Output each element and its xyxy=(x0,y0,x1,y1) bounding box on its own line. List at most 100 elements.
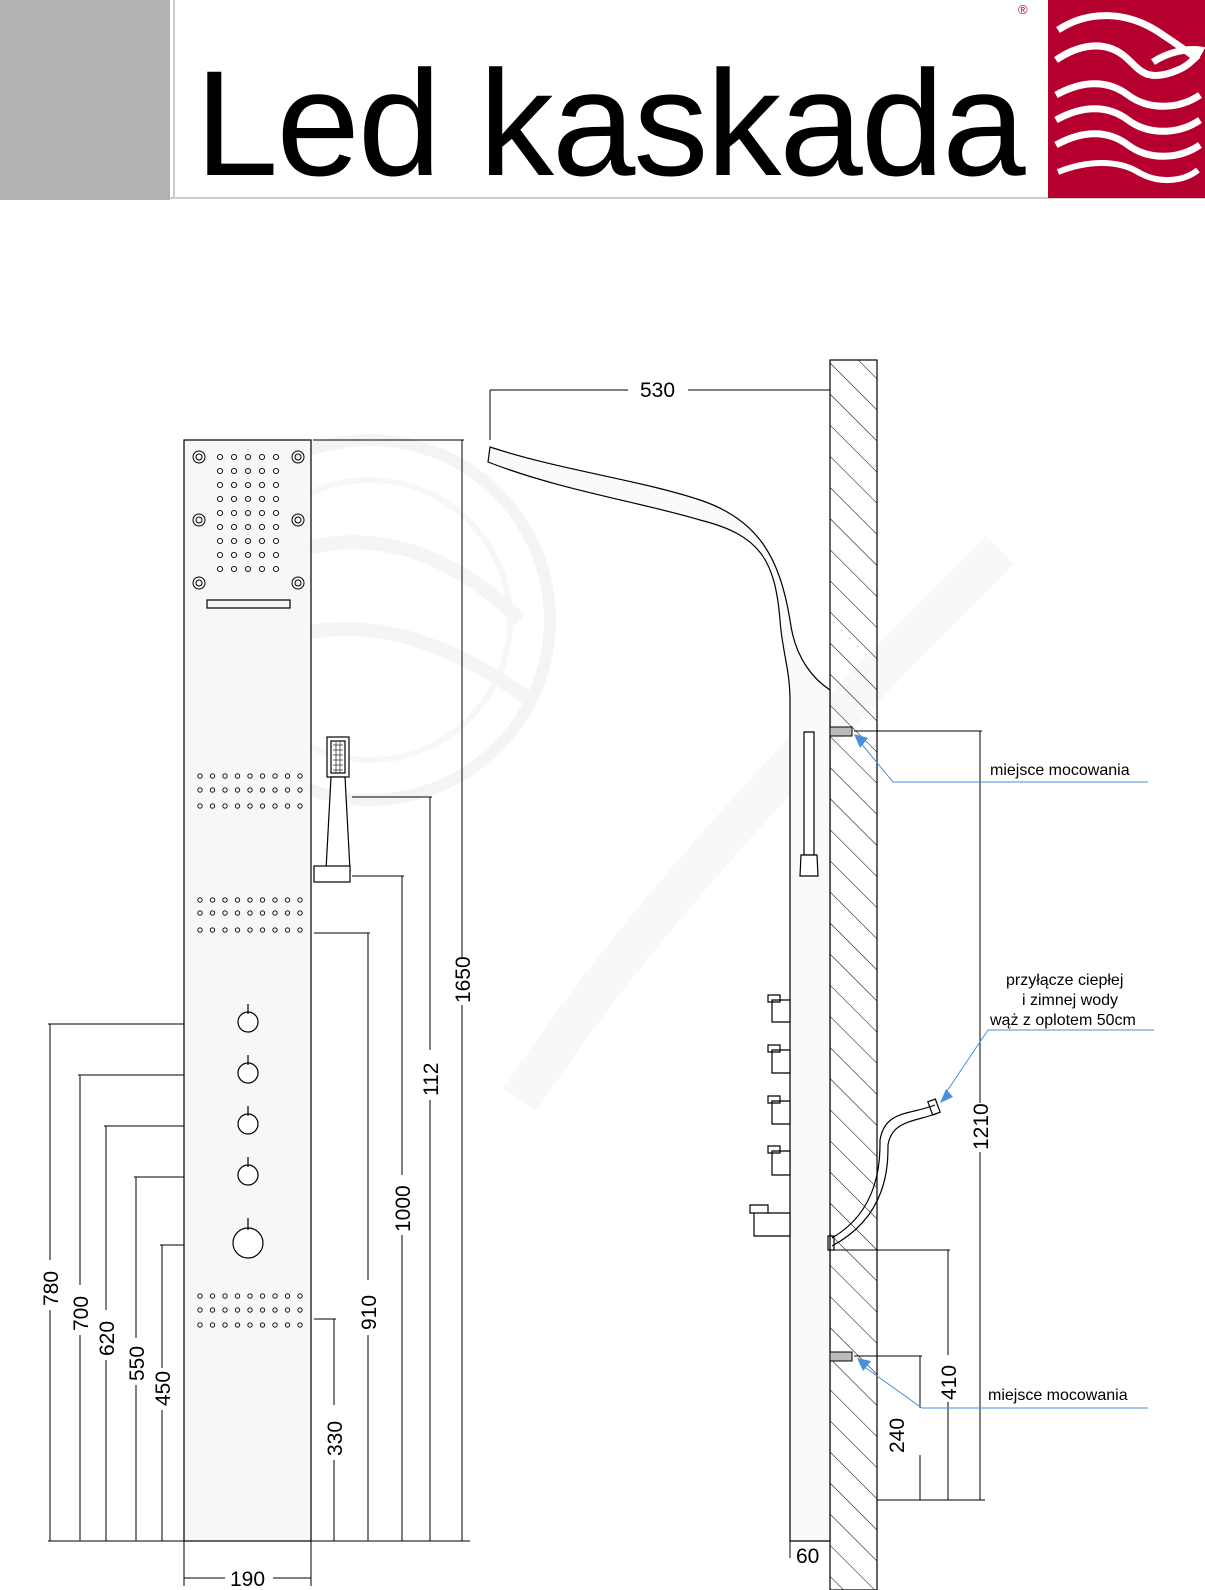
nozzle-dot xyxy=(216,537,224,545)
nozzle-dot xyxy=(297,897,303,903)
nozzle-dot xyxy=(272,773,278,779)
nozzle-dot xyxy=(234,927,241,933)
nozzle-dot xyxy=(258,565,266,573)
nozzle-dot xyxy=(209,897,216,903)
nozzle-dot xyxy=(284,803,291,809)
dim-620: 620 xyxy=(96,1321,119,1356)
model-code-tab xyxy=(0,0,170,200)
nozzle-dot xyxy=(272,1293,278,1299)
nozzle-dot xyxy=(297,910,303,916)
nozzle-dot xyxy=(222,1293,228,1299)
side-dimension-lines xyxy=(489,389,985,1558)
note-water-line-2: i zimnej wody xyxy=(1022,992,1118,1009)
nozzle-dot xyxy=(272,927,278,933)
mount-brackets xyxy=(829,726,853,1362)
nozzle-dot xyxy=(272,1307,278,1313)
nozzle-dot xyxy=(209,910,216,916)
nozzle-dot xyxy=(216,523,224,531)
nozzle-dot xyxy=(230,467,238,475)
nozzle-dot xyxy=(247,1307,253,1313)
nozzle-dot xyxy=(216,481,224,489)
nozzle-dot xyxy=(244,453,252,461)
nozzle-dot xyxy=(197,897,203,903)
note-water-line-3: wąż z oplotem 50cm xyxy=(989,1012,1136,1029)
nozzle-dot xyxy=(284,787,291,793)
nozzle-dot xyxy=(234,897,241,903)
note-mount-top: miejsce mocowania xyxy=(990,762,1130,779)
nozzle-dot xyxy=(272,467,280,475)
nozzle-dot xyxy=(244,537,252,545)
nozzle-dot xyxy=(297,787,303,793)
header: A-013A Led kaskada corsan ® xyxy=(0,0,1205,200)
nozzle-dot xyxy=(216,453,224,461)
nozzle-dot xyxy=(272,509,280,517)
nozzle-dot xyxy=(197,803,203,809)
nozzle-dot xyxy=(230,537,238,545)
nozzle-dot xyxy=(259,773,266,779)
nozzle-dot xyxy=(197,1322,203,1328)
front-dimension-labels: 1650 112 1000 910 330 190 780 700 620 55… xyxy=(40,956,475,1590)
hand-shower-grid xyxy=(333,742,343,773)
nozzle-dot xyxy=(272,787,278,793)
product-title: Led kaskada xyxy=(195,39,1026,207)
water-hose xyxy=(827,1098,941,1251)
nozzle-dot xyxy=(259,787,266,793)
note-mount-bottom: miejsce mocowania xyxy=(988,1387,1128,1404)
nozzle-dot xyxy=(234,1307,241,1313)
nozzle-dot xyxy=(247,773,253,779)
nozzle-dot xyxy=(234,773,241,779)
nozzle-dot xyxy=(230,565,238,573)
nozzle-dot xyxy=(284,910,291,916)
nozzle-dot xyxy=(247,910,253,916)
nozzle-dot xyxy=(284,897,291,903)
nozzle-dot xyxy=(258,495,266,503)
nozzle-dot xyxy=(247,1293,253,1299)
nozzle-dot xyxy=(259,803,266,809)
dim-330: 330 xyxy=(324,1421,347,1456)
nozzle-dot xyxy=(216,509,224,517)
dim-112: 112 xyxy=(420,1063,443,1096)
note-water-line-1: przyłącze ciepłej xyxy=(1006,972,1123,989)
nozzle-dot xyxy=(259,897,266,903)
nozzle-dot xyxy=(297,1322,303,1328)
nozzle-dot xyxy=(244,495,252,503)
nozzle-dot xyxy=(244,565,252,573)
nozzle-dot xyxy=(284,773,291,779)
nozzle-dot xyxy=(259,1322,266,1328)
nozzle-dot xyxy=(272,910,278,916)
nozzle-dot xyxy=(297,927,303,933)
dim-410: 410 xyxy=(938,1365,961,1400)
nozzle-dot xyxy=(297,773,303,779)
nozzle-dot xyxy=(222,897,228,903)
nozzle-dot xyxy=(230,523,238,531)
nozzle-dot xyxy=(259,1307,266,1313)
nozzle-dot xyxy=(234,787,241,793)
leader-lines xyxy=(859,741,1154,1409)
nozzle-dot xyxy=(197,927,203,933)
nozzle-dot xyxy=(259,1293,266,1299)
nozzle-dot xyxy=(230,551,238,559)
nozzle-dot xyxy=(234,1322,241,1328)
dim-190: 190 xyxy=(230,1568,265,1590)
nozzle-dot xyxy=(209,1293,216,1299)
nozzle-dot xyxy=(258,481,266,489)
nozzle-dot xyxy=(272,565,280,573)
nozzle-dot xyxy=(230,481,238,489)
nozzle-dot xyxy=(216,467,224,475)
nozzle-dot xyxy=(259,910,266,916)
nozzle-dot xyxy=(230,453,238,461)
nozzle-dot xyxy=(247,787,253,793)
nozzle-dot xyxy=(209,803,216,809)
side-dimension-labels: 530 60 1210 410 240 xyxy=(640,379,993,1568)
nozzle-dot xyxy=(258,523,266,531)
dim-700: 700 xyxy=(70,1296,93,1331)
nozzle-dot xyxy=(209,1322,216,1328)
wall-section xyxy=(829,359,878,1590)
nozzle-dot xyxy=(222,910,228,916)
nozzle-dot xyxy=(272,1322,278,1328)
dim-550: 550 xyxy=(126,1346,149,1381)
nozzle-dot xyxy=(284,927,291,933)
dim-780: 780 xyxy=(40,1271,63,1306)
nozzle-dot xyxy=(297,1293,303,1299)
control-knobs xyxy=(232,1004,264,1259)
